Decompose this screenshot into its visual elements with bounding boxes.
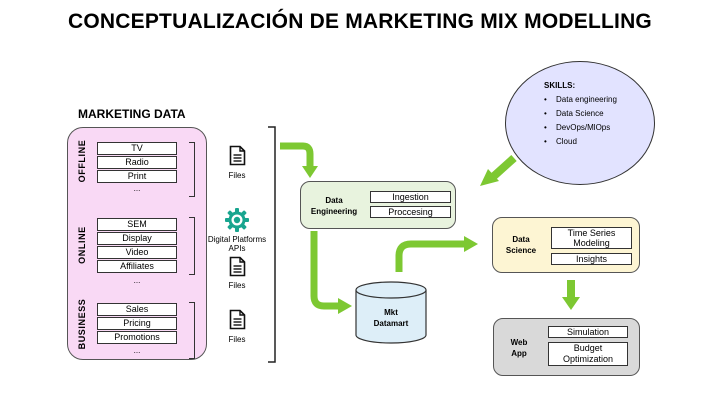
skill-item: Data engineering — [544, 95, 617, 104]
arrow-from-skills-head — [480, 169, 499, 186]
offline-more: ... — [133, 184, 141, 193]
file-icon — [229, 256, 246, 277]
gear-icon — [225, 208, 249, 232]
online-item-video: Video — [97, 246, 177, 259]
data-engineering-box — [300, 181, 456, 229]
datamart-label: Mkt Datamart — [373, 308, 409, 328]
arrow-to-data-science-head — [464, 236, 478, 252]
diagram-title: CONCEPTUALIZACIÓN DE MARKETING MIX MODEL… — [68, 10, 652, 33]
skills-title: SKILLS: — [544, 81, 576, 90]
skill-item: DevOps/MlOps — [544, 123, 610, 132]
offline-item-radio: Radio — [97, 156, 177, 169]
business-item-pricing: Pricing — [97, 317, 177, 330]
group-label-business: BUSINESS — [77, 298, 87, 350]
step-ingestion: Ingestion — [370, 191, 451, 203]
step-time-series-modeling: Time Series Modeling — [551, 227, 632, 249]
arrow-to-datamart-head — [338, 298, 352, 314]
datamart-cylinder — [355, 281, 427, 344]
business-bracket — [189, 302, 195, 359]
web-app-label: Web App — [510, 338, 528, 358]
online-item-display: Display — [97, 232, 177, 245]
online-item-sem: SEM — [97, 218, 177, 231]
arrow-from-skills — [491, 155, 517, 179]
data-engineering-label: Data Engineering — [310, 196, 358, 216]
source-label-files: Files — [228, 335, 246, 344]
offline-bracket — [189, 142, 195, 197]
offline-item-tv: TV — [97, 142, 177, 155]
step-budget-optimization: Budget Optimization — [548, 342, 628, 366]
data-science-label: Data Science — [505, 235, 537, 255]
source-label-files: Files — [228, 281, 246, 290]
group-label-offline: OFFLINE — [77, 139, 87, 183]
file-icon — [229, 309, 246, 330]
arrow-to-data-science — [395, 240, 466, 272]
online-item-affiliates: Affiliates — [97, 260, 177, 273]
sources-bracket — [268, 126, 276, 363]
skill-item: Data Science — [544, 109, 603, 118]
arrow-to-data-engineering-head — [302, 166, 318, 178]
source-label-files: Files — [228, 171, 246, 180]
business-more: ... — [133, 346, 141, 355]
online-bracket — [189, 217, 195, 275]
source-label-digital-platforms: Digital Platforms APIs — [207, 235, 267, 253]
business-item-promotions: Promotions — [97, 331, 177, 344]
online-more: ... — [133, 276, 141, 285]
arrow-to-datamart — [310, 231, 340, 310]
group-label-online: ONLINE — [77, 226, 87, 264]
file-icon — [229, 145, 246, 166]
step-insights: Insights — [551, 253, 632, 265]
marketing-data-heading: MARKETING DATA — [78, 107, 186, 121]
step-simulation: Simulation — [548, 326, 628, 338]
arrow-to-web-app-head — [562, 297, 580, 310]
skill-item: Cloud — [544, 137, 577, 146]
step-processing: Proccesing — [370, 206, 451, 218]
arrow-to-data-engineering — [280, 142, 314, 168]
business-item-sales: Sales — [97, 303, 177, 316]
offline-item-print: Print — [97, 170, 177, 183]
